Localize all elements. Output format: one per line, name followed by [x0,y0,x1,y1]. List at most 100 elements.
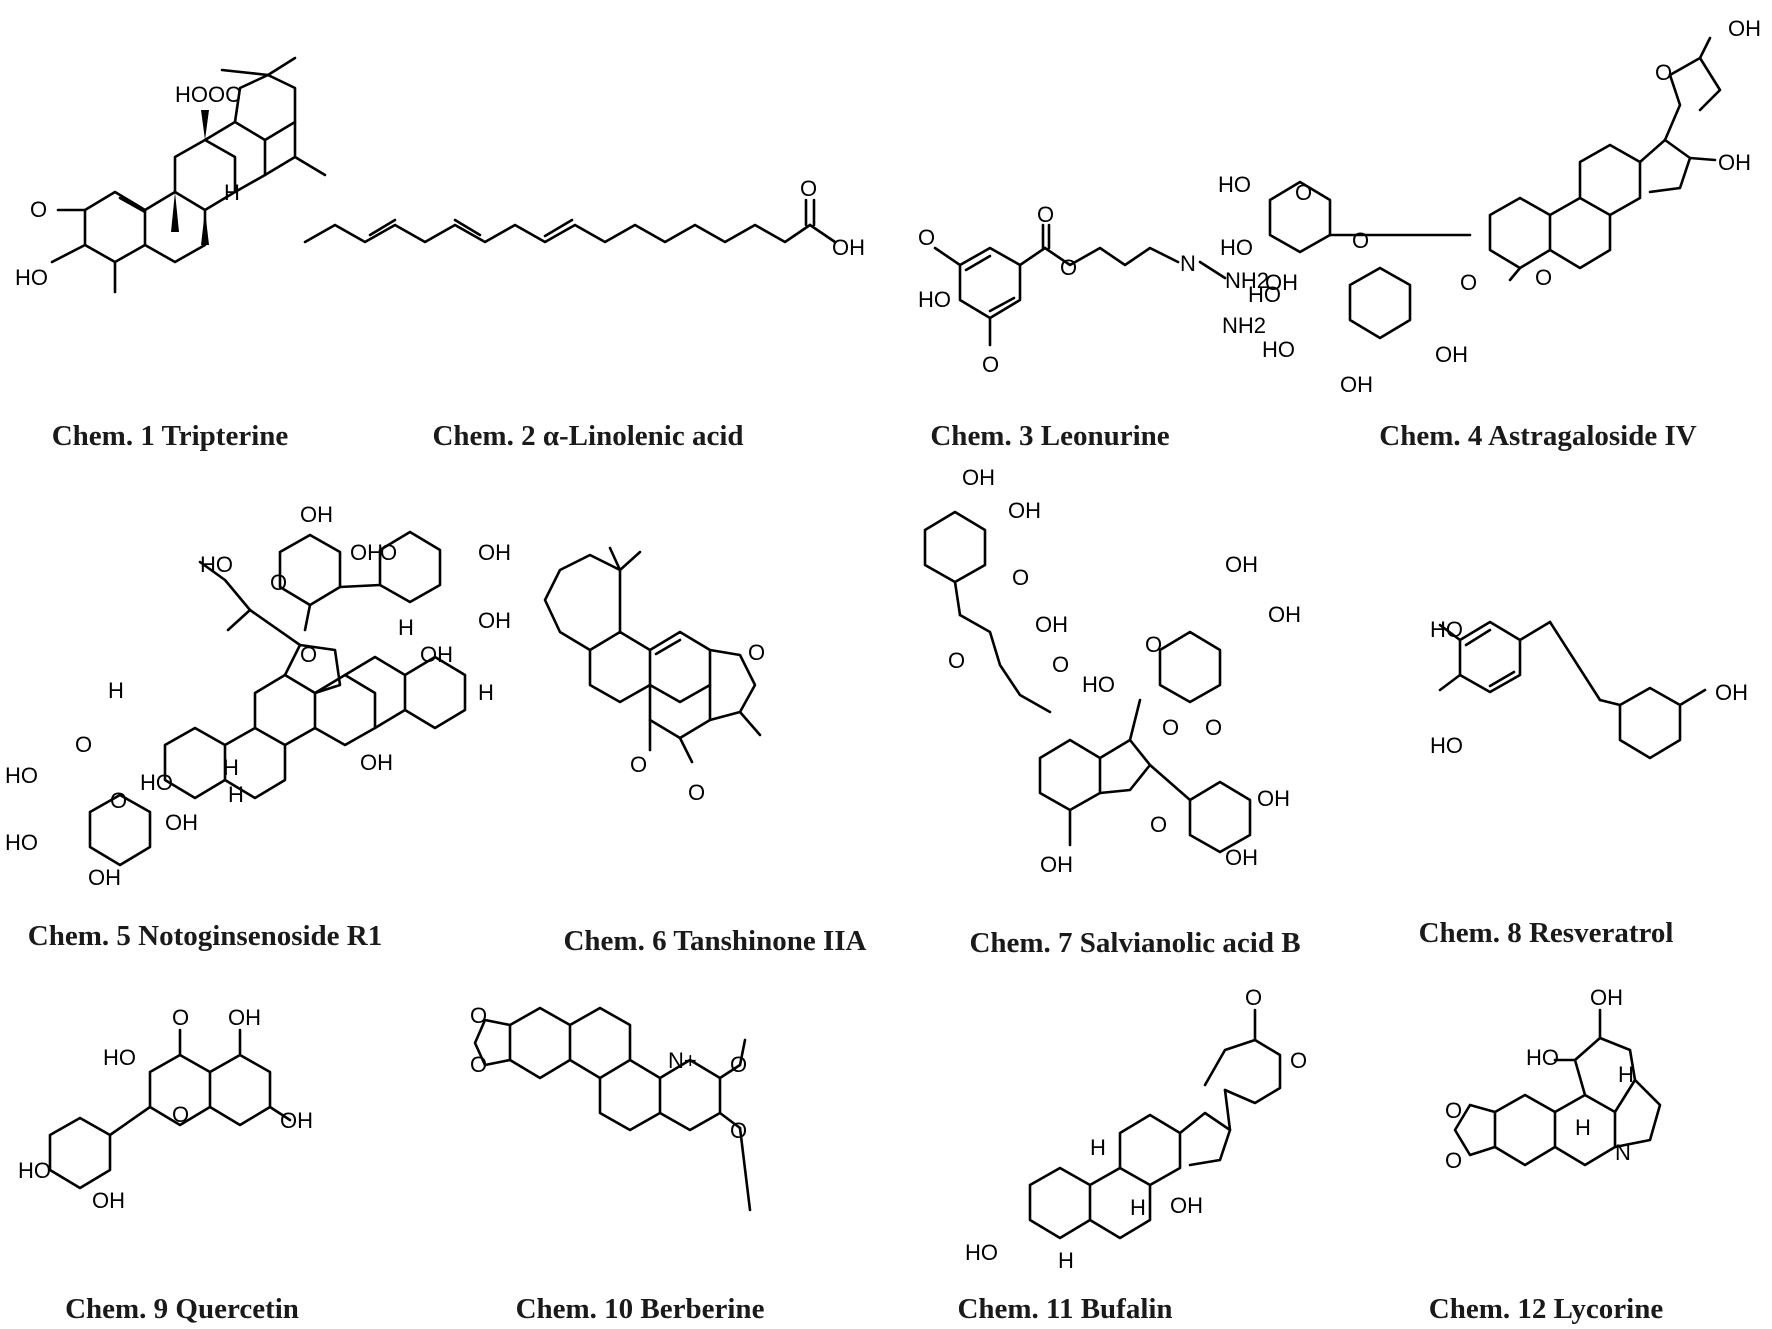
atom-label: OH [1170,1193,1203,1218]
atom-label: OH [1715,680,1748,705]
atom-label: OH [1225,845,1258,870]
structure-berberine: O O N+ O O [470,1003,752,1212]
atom-label: O [172,1005,189,1030]
structure-salvianolic-acid-b: OH OH O OH O O OH OH HO O O O O OH OH O … [923,465,1301,877]
atom-label: H [228,782,244,807]
atom-label: O [1655,60,1672,85]
atom-label: OH [1225,552,1258,577]
caption-name: α-Linolenic acid [542,420,744,452]
caption-name: Leonurine [1040,420,1170,452]
caption-number: Chem. 9 [65,1293,169,1325]
caption-number: Chem. 8 [1418,917,1522,949]
atom-label: OH [92,1188,125,1213]
atom-label: O [470,1052,487,1077]
atom-label: O [1037,202,1054,227]
atom-label: O [1445,1148,1462,1173]
atom-label: H [1130,1195,1146,1220]
caption-name: Resveratrol [1528,917,1674,949]
atom-label: HO [1430,617,1463,642]
caption-name: Astragaloside IV [1488,420,1697,452]
atom-label: HO [1218,172,1251,197]
atom-label: O [1290,1048,1307,1073]
caption-number: Chem. 4 [1379,420,1483,452]
atom-label: OH [1728,16,1761,41]
caption-number: Chem. 10 [515,1293,634,1325]
atom-label: H [224,180,240,205]
caption-chem-12: Chem. 12 Lycorine [1429,1293,1663,1326]
caption-name: Salvianolic acid B [1079,927,1301,959]
caption-chem-3: Chem. 3 Leonurine [930,420,1169,453]
structure-leonurine: O O HO O O N NH2 NH2 [918,202,1269,377]
atom-label: H [398,615,414,640]
atom-label: O [1162,715,1179,740]
atom-label: O [30,197,47,222]
atom-label: O [1060,255,1077,280]
caption-name: Lycorine [1553,1293,1664,1325]
atom-label: O [1245,985,1262,1010]
atom-label: H [108,678,124,703]
atom-label: O [1145,632,1162,657]
caption-number: Chem. 12 [1428,1293,1547,1325]
atom-label: O [688,780,705,805]
atom-label: HO [5,763,38,788]
structure-tanshinone-iia: O O O [543,546,765,805]
caption-number: Chem. 6 [563,925,667,957]
atom-label: O [110,788,127,813]
caption-name: Notoginsenoside R1 [138,920,383,952]
atom-label: OH [1035,612,1068,637]
atom-label: OH [300,502,333,527]
atom-label: H [223,755,239,780]
atom-label: NH2 [1222,313,1266,338]
atom-label: OH [165,810,198,835]
atom-label: HO [1526,1045,1559,1070]
structure-notoginsenoside-r1: OH HO O OH O OH OH OH H O H H H O HO O H… [5,502,511,890]
atom-label: O [270,570,287,595]
atom-label: O [380,540,397,565]
atom-label: HO [5,830,38,855]
structure-resveratrol: HO HO OH [1430,617,1748,760]
atom-label: HO [1082,672,1115,697]
caption-chem-10: Chem. 10 Berberine [516,1293,765,1326]
atom-label: H [1090,1135,1106,1160]
atom-label: O [630,752,647,777]
atom-label: OH [478,540,511,565]
atom-label: OH [360,750,393,775]
atom-label: O [300,642,317,667]
atom-label: H [1575,1115,1591,1140]
caption-chem-9: Chem. 9 Quercetin [65,1293,299,1326]
caption-name: Berberine [640,1293,765,1325]
atom-label: NH2 [1225,268,1269,293]
caption-chem-8: Chem. 8 Resveratrol [1419,917,1674,950]
caption-number: Chem. 7 [969,927,1073,959]
atom-label: N [1180,251,1196,276]
caption-name: Quercetin [175,1293,299,1325]
atom-label: HO [1248,282,1281,307]
atom-label: HO [103,1045,136,1070]
atom-label: N [1615,1140,1631,1165]
atom-label: HO [140,770,173,795]
atom-label: O [1460,270,1477,295]
atom-label: O [1352,228,1369,253]
atom-label: HO [918,287,951,312]
atom-label: O [1150,812,1167,837]
atom-label: OH [88,865,121,890]
structure-lycorine: OH HO O O H H N [1445,985,1662,1173]
atom-label: OH [832,235,865,260]
atom-label: HO [965,1240,998,1265]
atom-label: O [1012,565,1029,590]
atom-label: O [748,640,765,665]
caption-name: Bufalin [1080,1293,1173,1325]
atom-label: OH [478,608,511,633]
caption-chem-6: Chem. 6 Tanshinone IIA [563,925,866,958]
atom-label: HOOC [175,82,241,107]
caption-number: Chem. 11 [957,1293,1074,1325]
structure-bufalin: O O HO OH H H H [965,985,1307,1273]
atom-label: OH [280,1108,313,1133]
atom-label: HO [18,1158,51,1183]
atom-label: H [1618,1062,1634,1087]
atom-label: OH [1340,372,1373,397]
atom-label: OH [420,642,453,667]
atom-label: HO [1262,337,1295,362]
caption-number: Chem. 1 [51,420,155,452]
caption-chem-5: Chem. 5 Notoginsenoside R1 [28,920,382,953]
